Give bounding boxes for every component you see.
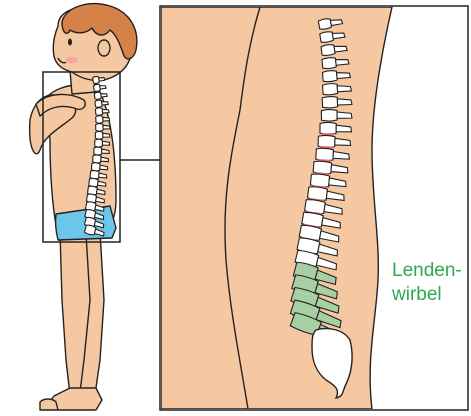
vertebra xyxy=(94,91,107,100)
child-figure xyxy=(30,4,137,410)
body-silhouette xyxy=(161,7,392,409)
lumbar-label-line2: wirbel xyxy=(391,284,442,305)
lumbar-label-line1: Lenden- xyxy=(392,260,462,281)
vertebra xyxy=(93,83,106,92)
vertebra xyxy=(95,99,109,108)
